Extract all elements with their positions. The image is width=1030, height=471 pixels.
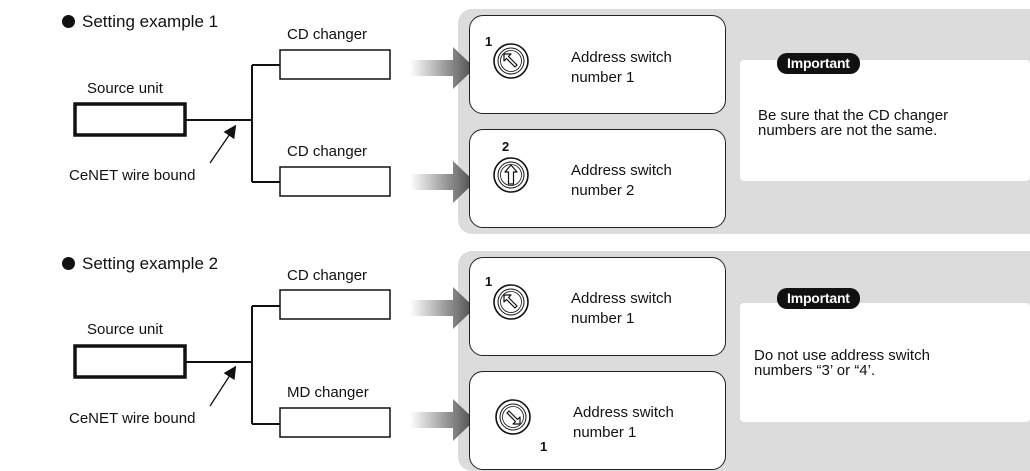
- cd-changer-label-2: CD changer: [287, 267, 368, 284]
- important-badge-2: Important: [777, 288, 860, 309]
- source-unit-label-1: Source unit: [87, 80, 163, 97]
- wire-pointer-2: [209, 365, 237, 407]
- address-switch-card-1a: 1 Address switch number 1: [469, 15, 726, 114]
- address-switch-card-2a: 1 Address switch number 1: [469, 257, 726, 356]
- arrow-1a: [410, 47, 475, 89]
- md-changer-label-2: MD changer: [287, 384, 369, 401]
- card-text-2b: Address switch number 1: [573, 404, 674, 441]
- wire-label-2: CeNET wire bound: [69, 410, 196, 427]
- card-text-1b: Address switch number 2: [571, 162, 672, 199]
- rotary-switch-down-right-icon: [495, 399, 531, 435]
- important-note-2: Important Do not use address switch numb…: [740, 288, 1030, 422]
- important-badge-1: Important: [777, 53, 860, 74]
- address-switch-card-2b: 1 Address switch number 1: [469, 371, 726, 470]
- note-text-1: Be sure that the CD changer numbers are …: [758, 107, 949, 139]
- bullet-icon: [62, 257, 75, 270]
- cd-changer-label-1b: CD changer: [287, 143, 368, 160]
- example2-title: Setting example 2: [62, 254, 218, 274]
- arrow-1b: [410, 161, 475, 203]
- important-note-1: Important Be sure that the CD changer nu…: [740, 53, 1030, 181]
- md-changer-box-2: [279, 407, 391, 438]
- switch-number-2a: 1: [485, 274, 493, 289]
- cd-changer-box-2: [279, 289, 391, 320]
- switch-number-1a: 1: [485, 34, 493, 49]
- bullet-icon: [62, 15, 75, 28]
- card-text-2a: Address switch number 1: [571, 290, 672, 327]
- arrow-2b: [410, 399, 475, 441]
- wire-label-1: CeNET wire bound: [69, 167, 196, 184]
- card-text-1a: Address switch number 1: [571, 49, 672, 86]
- rotary-switch-up-icon: [493, 157, 529, 193]
- switch-number-1b: 2: [502, 139, 510, 154]
- cd-changer-box-1b: [279, 166, 391, 197]
- example1-title: Setting example 1: [62, 12, 218, 32]
- address-switch-card-1b: 2 Address switch number 2: [469, 129, 726, 228]
- source-unit-box-1: [73, 102, 187, 137]
- rotary-switch-up-left-icon: [493, 43, 529, 79]
- switch-number-2b: 1: [540, 439, 548, 454]
- note-text-2: Do not use address switch numbers “3’ or…: [754, 347, 930, 379]
- cd-changer-label-1a: CD changer: [287, 26, 368, 43]
- source-unit-box-2: [73, 344, 187, 379]
- source-unit-label-2: Source unit: [87, 321, 163, 338]
- cd-changer-box-1a: [279, 49, 391, 80]
- rotary-switch-up-left-icon: [493, 284, 529, 320]
- arrow-2a: [410, 287, 475, 329]
- wire-pointer-1: [209, 124, 237, 164]
